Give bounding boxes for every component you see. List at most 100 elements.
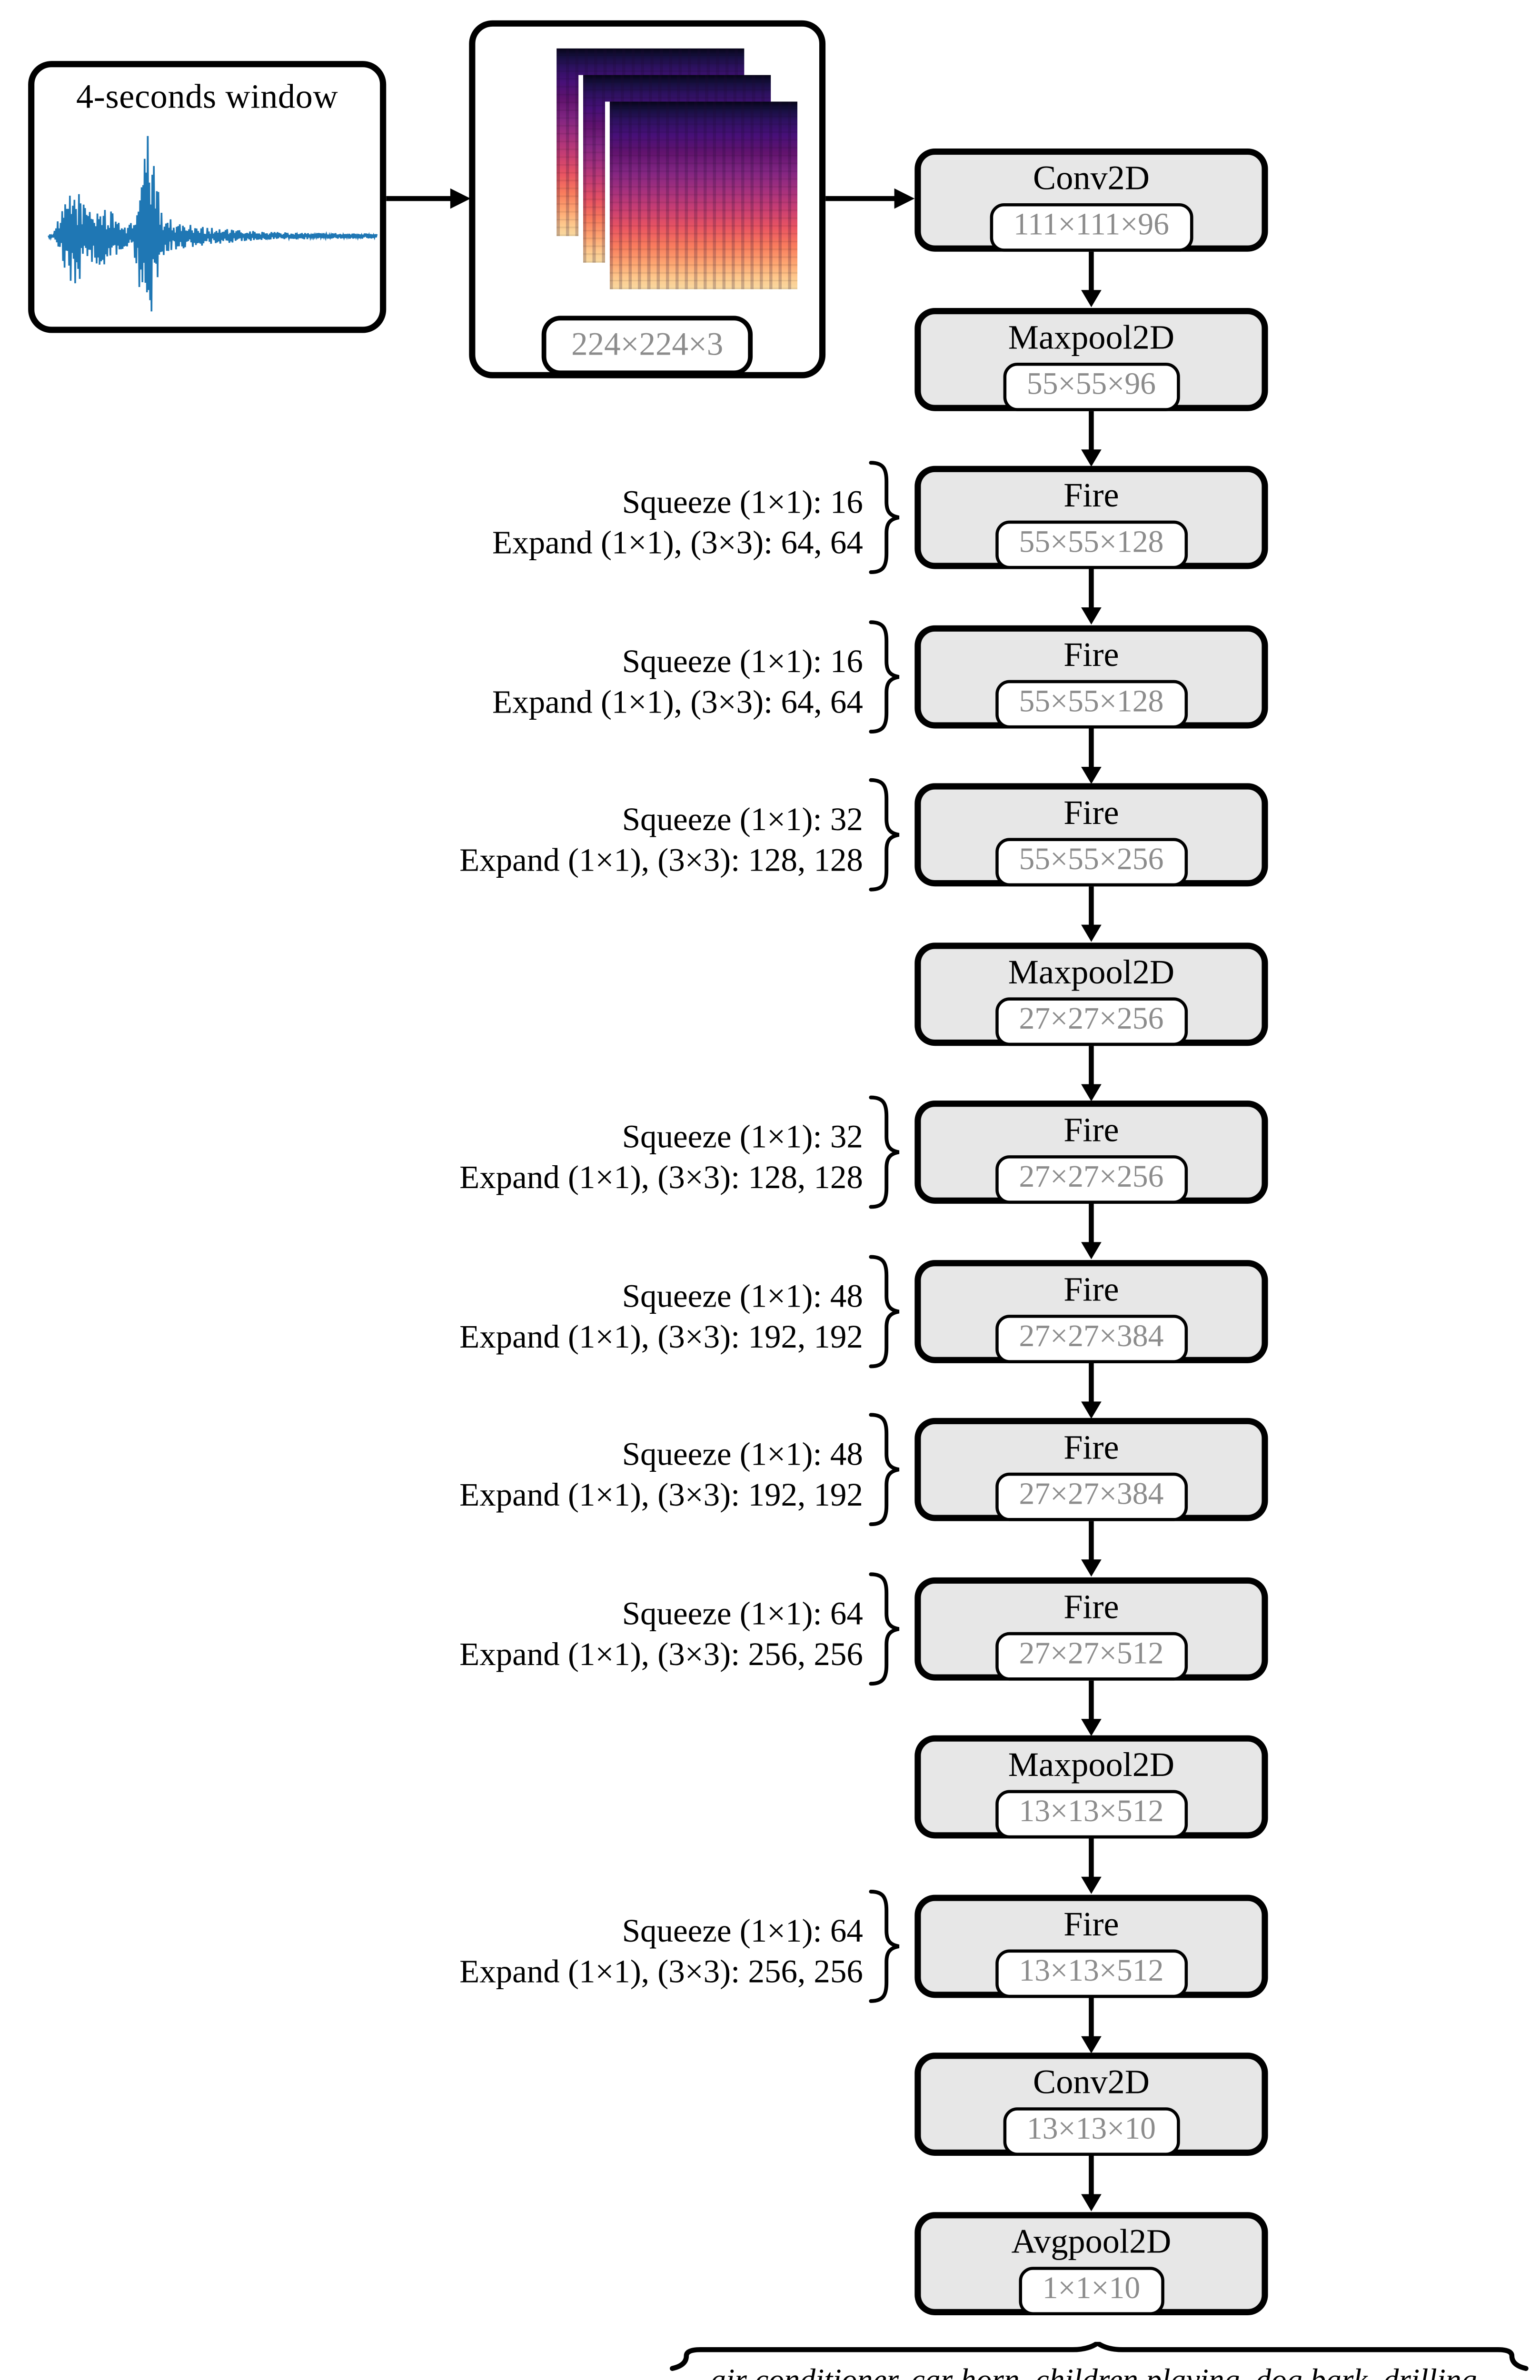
spectrogram-shape-label: 224×224×3 bbox=[571, 325, 724, 363]
layer-shape-pill: 55×55×128 bbox=[995, 520, 1187, 569]
layer-shape-label: 13×13×10 bbox=[1026, 2112, 1156, 2147]
layer-box: Maxpool2D 27×27×256 bbox=[914, 942, 1268, 1045]
expand-config-label: Expand (1×1), (3×3): 256, 256 bbox=[459, 1634, 863, 1672]
layer-box: Conv2D 111×111×96 bbox=[914, 149, 1268, 252]
layer-shape-pill: 1×1×10 bbox=[1019, 2266, 1164, 2315]
layer-box: Fire 27×27×512 bbox=[914, 1577, 1268, 1680]
layer-shape-label: 55×55×128 bbox=[1019, 684, 1164, 719]
layer-shape-pill: 13×13×512 bbox=[995, 1790, 1187, 1839]
output-classes-text: air conditioner, car horn, children play… bbox=[613, 2362, 1540, 2380]
expand-config-label: Expand (1×1), (3×3): 192, 192 bbox=[459, 1476, 863, 1514]
layer-shape-label: 27×27×384 bbox=[1019, 1319, 1164, 1353]
layer-box: Maxpool2D 13×13×512 bbox=[914, 1735, 1268, 1839]
flow-arrow-down bbox=[1081, 410, 1102, 466]
layer-box: Fire 55×55×128 bbox=[914, 625, 1268, 728]
classes-brace bbox=[669, 2341, 1529, 2371]
spectrogram-shape-pill: 224×224×3 bbox=[541, 316, 753, 376]
layer-type-label: Fire bbox=[1063, 1903, 1119, 1943]
layer-shape-pill: 27×27×256 bbox=[995, 996, 1187, 1045]
layer-box: Fire 27×27×256 bbox=[914, 1101, 1268, 1204]
fire-config-annotation: Squeeze (1×1): 16 Expand (1×1), (3×3): 6… bbox=[492, 482, 863, 563]
flow-arrow-down bbox=[1081, 1362, 1102, 1418]
squeeze-config-label: Squeeze (1×1): 64 bbox=[622, 1911, 863, 1949]
layer-shape-label: 27×27×256 bbox=[1019, 1160, 1164, 1195]
flow-arrow-down bbox=[1081, 2156, 1102, 2211]
layer-box: Fire 55×55×256 bbox=[914, 783, 1268, 887]
squeeze-config-label: Squeeze (1×1): 16 bbox=[622, 483, 863, 521]
flow-arrow-down bbox=[1081, 1997, 1102, 2053]
layer-shape-pill: 27×27×384 bbox=[995, 1472, 1187, 1521]
layer-shape-label: 1×1×10 bbox=[1042, 2271, 1141, 2305]
layer-type-label: Conv2D bbox=[1033, 2062, 1150, 2102]
expand-config-label: Expand (1×1), (3×3): 128, 128 bbox=[459, 1158, 863, 1196]
layer-shape-label: 55×55×256 bbox=[1019, 843, 1164, 877]
fire-config-annotation: Squeeze (1×1): 64 Expand (1×1), (3×3): 2… bbox=[459, 1910, 863, 1991]
expand-config-label: Expand (1×1), (3×3): 64, 64 bbox=[492, 682, 863, 720]
flow-arrow-down bbox=[1081, 1045, 1102, 1101]
layer-box: Fire 27×27×384 bbox=[914, 1259, 1268, 1363]
layer-type-label: Fire bbox=[1063, 1110, 1119, 1149]
input-window-title: 4-seconds window bbox=[76, 76, 338, 116]
squeeze-config-label: Squeeze (1×1): 64 bbox=[622, 1594, 863, 1632]
flow-arrow-spectrogram-to-network bbox=[825, 188, 915, 209]
fire-config-annotation: Squeeze (1×1): 32 Expand (1×1), (3×3): 1… bbox=[459, 799, 863, 880]
expand-config-label: Expand (1×1), (3×3): 64, 64 bbox=[492, 524, 863, 562]
layer-shape-label: 55×55×96 bbox=[1026, 367, 1156, 401]
squeeze-config-label: Squeeze (1×1): 48 bbox=[622, 1276, 863, 1314]
fire-config-brace bbox=[869, 619, 900, 733]
layer-box: Maxpool2D 55×55×96 bbox=[914, 307, 1268, 411]
layer-shape-pill: 27×27×384 bbox=[995, 1314, 1187, 1363]
layer-shape-pill: 13×13×512 bbox=[995, 1948, 1187, 1997]
flow-arrow-down bbox=[1081, 1679, 1102, 1735]
layer-box: Fire 13×13×512 bbox=[914, 1894, 1268, 1997]
layer-shape-pill: 55×55×256 bbox=[995, 838, 1187, 887]
output-classes-line: air conditioner, car horn, children play… bbox=[613, 2362, 1540, 2380]
expand-config-label: Expand (1×1), (3×3): 128, 128 bbox=[459, 841, 863, 879]
layer-shape-label: 55×55×128 bbox=[1019, 525, 1164, 560]
layer-type-label: Avgpool2D bbox=[1011, 2221, 1172, 2260]
layer-type-label: Maxpool2D bbox=[1008, 1745, 1175, 1784]
fire-config-brace bbox=[869, 1571, 900, 1685]
fire-config-brace bbox=[869, 1095, 900, 1209]
layer-shape-pill: 27×27×256 bbox=[995, 1155, 1187, 1204]
layer-shape-pill: 55×55×128 bbox=[995, 679, 1187, 728]
expand-config-label: Expand (1×1), (3×3): 256, 256 bbox=[459, 1952, 863, 1990]
fire-config-annotation: Squeeze (1×1): 48 Expand (1×1), (3×3): 1… bbox=[459, 1434, 863, 1515]
fire-config-brace bbox=[869, 461, 900, 574]
fire-config-brace bbox=[869, 778, 900, 892]
layer-type-label: Fire bbox=[1063, 1427, 1119, 1467]
layer-box: Conv2D 13×13×10 bbox=[914, 2053, 1268, 2156]
layer-shape-pill: 27×27×512 bbox=[995, 1631, 1187, 1680]
squeeze-config-label: Squeeze (1×1): 48 bbox=[622, 1435, 863, 1473]
layer-shape-pill: 13×13×10 bbox=[1003, 2107, 1180, 2156]
fire-config-annotation: Squeeze (1×1): 48 Expand (1×1), (3×3): 1… bbox=[459, 1275, 863, 1356]
layer-type-label: Fire bbox=[1063, 475, 1119, 515]
layer-type-label: Fire bbox=[1063, 1269, 1119, 1308]
flow-arrow-down bbox=[1081, 1521, 1102, 1577]
flow-arrow-down bbox=[1081, 251, 1102, 307]
layer-box: Fire 27×27×384 bbox=[914, 1418, 1268, 1521]
layer-shape-label: 27×27×256 bbox=[1019, 1001, 1164, 1036]
squeeze-config-label: Squeeze (1×1): 16 bbox=[622, 642, 863, 680]
waveform-plot bbox=[48, 136, 378, 312]
layer-shape-pill: 111×111×96 bbox=[990, 203, 1193, 252]
squeeze-config-label: Squeeze (1×1): 32 bbox=[622, 1118, 863, 1156]
fire-config-annotation: Squeeze (1×1): 16 Expand (1×1), (3×3): 6… bbox=[492, 640, 863, 722]
input-window-box: 4-seconds window bbox=[28, 61, 387, 333]
flow-arrow-input-to-spectrogram bbox=[386, 188, 471, 209]
layer-shape-label: 13×13×512 bbox=[1019, 1953, 1164, 1988]
layer-type-label: Maxpool2D bbox=[1008, 951, 1175, 991]
layer-shape-label: 27×27×384 bbox=[1019, 1477, 1164, 1512]
flow-arrow-down bbox=[1081, 886, 1102, 942]
flow-arrow-down bbox=[1081, 1838, 1102, 1894]
layer-type-label: Fire bbox=[1063, 634, 1119, 673]
layer-box: Avgpool2D 1×1×10 bbox=[914, 2211, 1268, 2315]
fire-config-brace bbox=[869, 1254, 900, 1368]
layer-type-label: Conv2D bbox=[1033, 158, 1150, 197]
expand-config-label: Expand (1×1), (3×3): 192, 192 bbox=[459, 1317, 863, 1355]
squeeze-config-label: Squeeze (1×1): 32 bbox=[622, 800, 863, 838]
layer-shape-pill: 55×55×96 bbox=[1003, 362, 1180, 411]
layer-shape-label: 13×13×512 bbox=[1019, 1795, 1164, 1829]
fire-config-brace bbox=[869, 1889, 900, 2003]
